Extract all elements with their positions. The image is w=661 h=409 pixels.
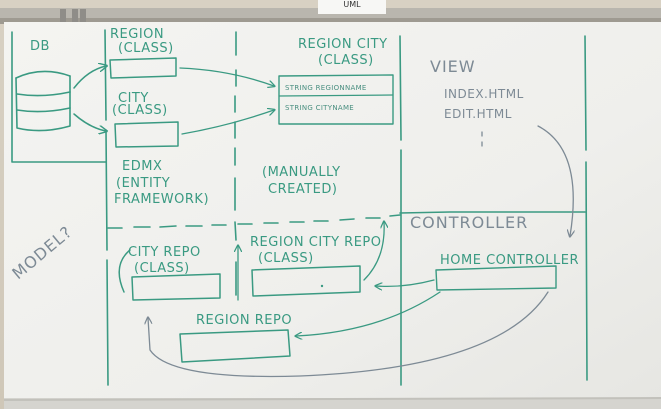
region-repo-title: REGION REPO <box>196 313 292 328</box>
city-repo-box <box>131 273 221 301</box>
city-title: CITY <box>118 91 149 106</box>
regioncity-title: REGION CITY <box>298 37 388 52</box>
view-to-controller-arrow <box>537 125 573 236</box>
edmx-line1: EDMX <box>122 159 162 174</box>
controller-title: CONTROLLER <box>410 213 528 232</box>
view-title: VIEW <box>430 57 476 76</box>
city-box <box>114 121 179 148</box>
region-subtitle: (CLASS) <box>118 41 174 56</box>
section-dividers <box>11 29 588 386</box>
regioncity-field1: STRING REGIONNAME <box>285 84 367 92</box>
regioncity-repo-box <box>251 265 361 297</box>
db-to-city-arrow <box>73 113 106 131</box>
clip <box>60 9 66 22</box>
city-repo-subtitle: (CLASS) <box>134 261 190 276</box>
regioncity-box <box>278 74 394 125</box>
regioncity-note1: (MANUALLY <box>262 165 341 180</box>
city-subtitle: (CLASS) <box>112 103 168 118</box>
regioncity-repo-subtitle: (CLASS) <box>258 251 314 266</box>
regioncity-repo-up-arrow <box>363 222 384 281</box>
controller-to-regioncityrepo-arrow <box>376 279 435 286</box>
region-title: REGION <box>110 27 164 42</box>
city-repo-title: CITY REPO <box>128 245 201 260</box>
whiteboard-surface <box>4 22 661 409</box>
clip <box>80 9 86 22</box>
regioncity-field2: STRING CITYNAME <box>285 104 354 112</box>
region-repo-box <box>179 329 291 363</box>
top-note-text: UML <box>343 0 361 9</box>
edmx-line3: FRAMEWORK) <box>114 192 209 207</box>
home-controller-box <box>435 265 557 291</box>
controller-to-cityrepo-arrow <box>148 291 549 378</box>
edmx-line2: (ENTITY <box>116 176 170 191</box>
db-to-region-arrow <box>73 66 106 89</box>
view-file1: INDEX.HTML <box>444 87 524 101</box>
regioncity-subtitle: (CLASS) <box>318 53 374 68</box>
regioncity-repo-title: REGION CITY REPO <box>250 235 382 250</box>
view-file2: EDIT.HTML <box>444 107 512 121</box>
region-to-regioncity-arrow <box>179 67 274 86</box>
controller-to-regionrepo-arrow <box>296 291 441 336</box>
regioncity-note2: CREATED) <box>268 182 337 197</box>
db-label: DB <box>30 39 50 54</box>
top-note <box>318 0 386 14</box>
clip <box>72 9 78 22</box>
home-controller-label: HOME CONTROLLER <box>440 253 579 268</box>
region-box <box>109 57 177 79</box>
city-to-regioncity-arrow <box>181 110 274 135</box>
database-icon <box>15 70 71 132</box>
